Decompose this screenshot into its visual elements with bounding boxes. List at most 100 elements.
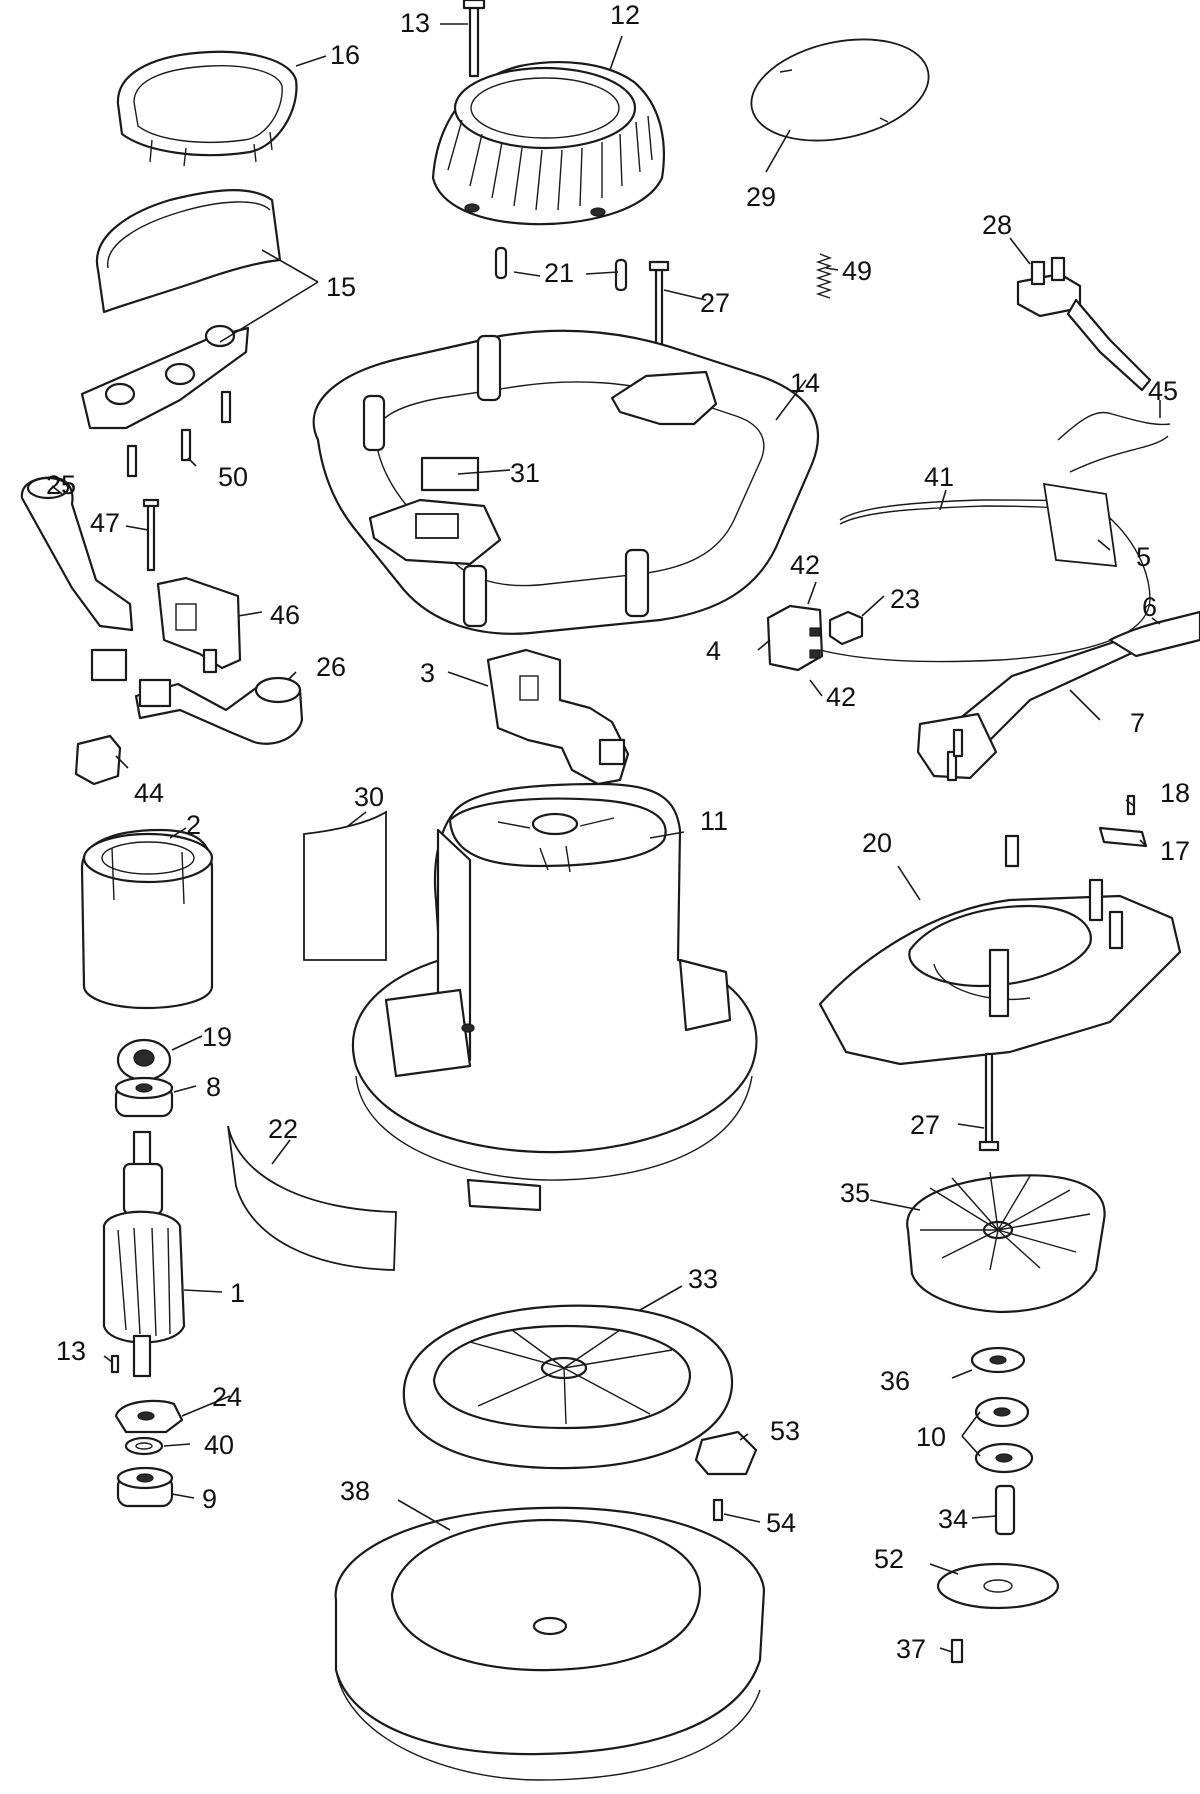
callout-24: 24 bbox=[212, 1382, 242, 1412]
part-26-right-lever bbox=[134, 676, 304, 745]
part-13-long-screw bbox=[462, 0, 486, 78]
callout-42: 42 bbox=[790, 550, 820, 580]
callout-38: 38 bbox=[340, 1476, 370, 1506]
callout-37: 37 bbox=[896, 1634, 926, 1664]
callout-28: 28 bbox=[982, 210, 1012, 240]
callout-29: 29 bbox=[746, 182, 776, 212]
callout-17: 17 bbox=[1160, 836, 1190, 866]
callout-27: 27 bbox=[700, 288, 730, 318]
callout-52: 52 bbox=[874, 1544, 904, 1574]
part-17-clip bbox=[1098, 826, 1148, 848]
callout-40: 40 bbox=[204, 1430, 234, 1460]
part-15-handle-cover bbox=[80, 189, 282, 430]
callout-4: 4 bbox=[706, 636, 721, 666]
callout-30: 30 bbox=[354, 782, 384, 812]
callout-numbers: 13 12 16 29 28 15 21 27 49 14 45 50 31 4… bbox=[46, 0, 1190, 1664]
part-50-screws bbox=[126, 390, 232, 478]
part-2-stator-field bbox=[80, 828, 214, 1010]
callout-23: 23 bbox=[890, 584, 920, 614]
part-25-left-lever bbox=[20, 476, 134, 682]
part-29-label-oval bbox=[750, 38, 930, 142]
part-40-washer bbox=[124, 1436, 164, 1456]
part-35-fan bbox=[906, 1171, 1106, 1314]
part-20-brush-plate bbox=[818, 834, 1182, 1066]
part-1-armature bbox=[102, 1130, 186, 1378]
callout-21: 21 bbox=[544, 258, 574, 288]
part-5-insulator-sheet bbox=[1042, 482, 1118, 568]
part-8-bearing bbox=[114, 1076, 174, 1118]
callout-5: 5 bbox=[1136, 542, 1151, 572]
callout-41: 41 bbox=[924, 462, 954, 492]
callout-22: 22 bbox=[268, 1114, 298, 1144]
callout-47: 47 bbox=[90, 508, 120, 538]
callout-9: 9 bbox=[202, 1484, 217, 1514]
callout-2: 2 bbox=[186, 810, 201, 840]
callout-19: 19 bbox=[202, 1022, 232, 1052]
callout-16: 16 bbox=[330, 40, 360, 70]
part-45-wires bbox=[1057, 411, 1171, 473]
callout-33: 33 bbox=[688, 1264, 718, 1294]
callout-31: 31 bbox=[510, 458, 540, 488]
part-12-motor-cap bbox=[431, 61, 665, 226]
callout-45: 45 bbox=[1148, 376, 1178, 406]
callout-8: 8 bbox=[206, 1072, 221, 1102]
part-38-drive-pad bbox=[334, 1506, 766, 1781]
part-52-washer bbox=[936, 1562, 1060, 1610]
callout-44: 44 bbox=[134, 778, 164, 808]
part-4-switch bbox=[766, 604, 824, 672]
leader-lines bbox=[51, 23, 1161, 1653]
callout-46: 46 bbox=[270, 600, 300, 630]
part-33-lower-housing bbox=[402, 1304, 734, 1470]
callout-36: 36 bbox=[880, 1366, 910, 1396]
part-27-bolt-lower bbox=[978, 1052, 1000, 1152]
callout-49: 49 bbox=[842, 256, 872, 286]
part-7-power-cord bbox=[916, 610, 1200, 782]
callout-14: 14 bbox=[790, 368, 820, 398]
callout-18: 18 bbox=[1160, 778, 1190, 808]
part-54-screw bbox=[712, 1498, 724, 1522]
callout-25: 25 bbox=[46, 470, 76, 500]
part-23-connector bbox=[828, 610, 864, 646]
callout-15: 15 bbox=[326, 272, 356, 302]
part-24-bearing-plate bbox=[114, 1399, 184, 1434]
part-37-screw bbox=[950, 1638, 964, 1664]
part-3-brush-holder bbox=[486, 648, 630, 786]
callout-10: 10 bbox=[916, 1422, 946, 1452]
callout-6: 6 bbox=[1142, 592, 1157, 622]
callout-7: 7 bbox=[1130, 708, 1145, 738]
callout-27: 27 bbox=[910, 1110, 940, 1140]
part-11-main-housing bbox=[351, 782, 758, 1212]
part-14-handle-frame bbox=[312, 329, 820, 635]
part-44-clip bbox=[74, 734, 122, 786]
callout-54: 54 bbox=[766, 1508, 796, 1538]
callout-50: 50 bbox=[218, 462, 248, 492]
part-21-pins bbox=[494, 246, 628, 292]
part-47-pin bbox=[142, 498, 160, 572]
part-34-shaft bbox=[994, 1484, 1016, 1536]
callout-1: 1 bbox=[230, 1278, 245, 1308]
part-13-small-screw bbox=[110, 1354, 120, 1374]
callout-11: 11 bbox=[700, 806, 728, 836]
callout-13: 13 bbox=[400, 8, 430, 38]
callout-42: 42 bbox=[826, 682, 856, 712]
callout-12: 12 bbox=[610, 0, 640, 30]
callout-20: 20 bbox=[862, 828, 892, 858]
callout-53: 53 bbox=[770, 1416, 800, 1446]
part-49-spring bbox=[815, 253, 833, 299]
part-53-clamp bbox=[694, 1430, 758, 1476]
callout-13: 13 bbox=[56, 1336, 86, 1366]
callout-35: 35 bbox=[840, 1178, 870, 1208]
callout-26: 26 bbox=[316, 652, 346, 682]
part-46-bracket bbox=[156, 576, 242, 674]
part-9-bearing bbox=[116, 1466, 174, 1508]
part-28-terminal-block bbox=[1016, 256, 1152, 392]
part-19-bearing-sleeve bbox=[116, 1038, 172, 1082]
part-30-label-sheet bbox=[303, 810, 387, 961]
part-36-spacer bbox=[970, 1346, 1026, 1374]
part-16-gasket-frame bbox=[116, 50, 298, 167]
callout-3: 3 bbox=[420, 658, 435, 688]
part-10-bearings bbox=[974, 1396, 1034, 1474]
callout-34: 34 bbox=[938, 1504, 968, 1534]
part-22-label-strip bbox=[227, 1125, 397, 1271]
